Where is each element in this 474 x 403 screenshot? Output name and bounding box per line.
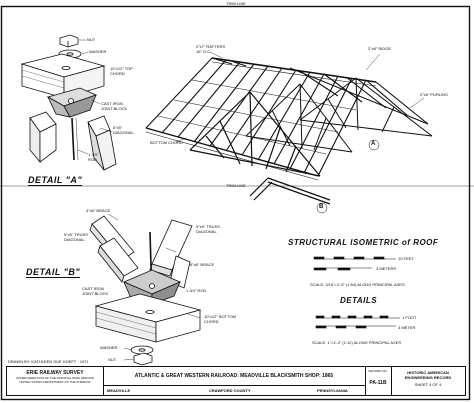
record-cell: RECORD NO. PA-11B — [365, 367, 392, 395]
isometric-scale-text: SCALE: 3/16"=1'-0" (1:64) ALONG PRINCIPA… — [310, 282, 405, 287]
truss-rear — [299, 77, 433, 137]
truss-front — [189, 91, 321, 177]
detail-a-joint-block-label: CAST IRON JOINT BLOCK — [101, 101, 128, 111]
detail-a-joint-block — [46, 87, 98, 118]
truss-middle — [245, 83, 353, 153]
purlins — [157, 79, 357, 155]
sheet-number: SHEET 4 OF 4 — [414, 382, 442, 387]
detail-a-drawing — [20, 34, 117, 171]
detail-b-washer — [130, 345, 154, 355]
marker-b-circle — [316, 202, 328, 214]
detail-a-nut — [59, 34, 79, 48]
ridge-label: 2"x8" RIDGE — [368, 46, 392, 51]
details-scale-bar — [315, 315, 400, 329]
detail-b-brace-right-label: 6"x6" BRACE — [190, 262, 215, 267]
rafters-label: 2"x7" RAFTERS 16" O.C. — [196, 44, 226, 54]
marker-a-label: A — [371, 141, 376, 147]
detail-b-drawing — [89, 213, 202, 366]
drawn-by: DRAWN BY: KATHLEEN SUE HOEFT · 1971 — [8, 359, 89, 364]
detail-b-truss-diagonal-right-label: 5"x9" TRUSS DIAGONAL — [196, 224, 220, 234]
detail-a-diagonal-left — [29, 111, 57, 164]
isometric-scale-meters: 3 METERS — [376, 266, 397, 271]
record-no-label: RECORD NO. — [368, 369, 388, 373]
main-title-cell: ATLANTIC & GREAT WESTERN RAILROAD: MEADV… — [103, 367, 366, 395]
trim-line-top-label: TRIM LINE — [226, 1, 246, 6]
county: CRAWFORD COUNTY — [209, 388, 251, 393]
sheet-border — [0, 5, 471, 401]
eave-right — [289, 67, 429, 125]
city: MEADVILLE — [107, 388, 131, 393]
bottom-chord-label: BOTTOM CHORD — [150, 140, 183, 145]
title-block: ERIE RAILWAY SURVEY UNDER DIRECTION OF T… — [6, 366, 466, 396]
state: PENNSYLVANIA — [317, 388, 348, 393]
details-scale-foot: 1 FOOT — [402, 315, 417, 320]
details-title: DETAILS — [340, 296, 378, 305]
roof-isometric — [145, 51, 433, 214]
detail-a-nut-label: NUT — [87, 37, 96, 42]
details-scale-meter: 3 METER — [398, 325, 416, 330]
detail-b-rod-label: 1 3/4" ROD — [186, 288, 207, 293]
marker-b-label: B — [319, 204, 324, 210]
detail-a-rod-label: 1 3/4" ROD — [88, 152, 99, 162]
detail-b-bottom-chord — [94, 293, 202, 343]
survey-cell: ERIE RAILWAY SURVEY UNDER DIRECTION OF T… — [7, 367, 104, 395]
purlins-label: 2"x6" PURLINS — [420, 92, 448, 97]
detail-a-diagonal-label: 5"x5" DIAGONAL — [113, 125, 134, 135]
survey-name: ERIE RAILWAY SURVEY — [26, 370, 84, 376]
haer-cell: HISTORIC AMERICAN ENGINEERING RECORD SHE… — [391, 367, 465, 395]
detail-b-diagonal-right — [149, 219, 193, 277]
detail-b-diagonal-left — [97, 237, 139, 283]
main-title: ATLANTIC & GREAT WESTERN RAILROAD: MEADV… — [134, 373, 334, 379]
details-scale-text: SCALE: 1"=1'-0" (1:12) ALONG PRINCIPAL A… — [312, 340, 402, 345]
survey-sub: UNDER DIRECTION OF THE NATIONAL PARK SER… — [15, 376, 94, 384]
detail-a-diagonal-right — [87, 115, 117, 171]
detail-b-brace-label: 4"x6" BRACE — [86, 208, 111, 213]
isometric-scale-feet: 10 FEET — [398, 256, 414, 261]
isometric-scale-bar — [313, 256, 396, 271]
detail-a-washer-label: WASHER — [89, 49, 107, 54]
rafters-left — [145, 57, 367, 177]
detail-b-nut-label: NUT — [108, 357, 117, 362]
marker-a-circle — [368, 139, 380, 151]
detail-a-title: DETAIL "A" — [28, 175, 83, 186]
detail-a-top-chord — [20, 53, 106, 99]
rafters-right — [211, 57, 429, 125]
detail-b-bottom-chord-label: 10"x12" BOTTOM CHORD — [204, 314, 236, 324]
trim-line-mid-label: TRIM LINE — [226, 183, 246, 188]
detail-b-truss-diagonal-label: 5"x5" TRUSS DIAGONAL — [64, 232, 88, 242]
haer-name: HISTORIC AMERICAN ENGINEERING RECORD — [404, 370, 452, 380]
record-no: PA-11B — [369, 380, 387, 386]
detail-b-nut — [133, 352, 153, 366]
detail-b-title: DETAIL "B" — [26, 267, 81, 278]
detail-a-rod — [71, 117, 79, 161]
detail-b-joint-block-label: CAST IRON JOINT BLOCK — [82, 286, 109, 296]
detail-b-washer-label: WASHER — [100, 345, 118, 350]
detail-a-top-chord-label: 10"x12" TOP CHORD — [110, 66, 133, 76]
bottom-chord-end — [249, 177, 331, 205]
eave-left — [145, 127, 319, 177]
isometric-title: STRUCTURAL ISOMETRIC of ROOF — [288, 238, 439, 247]
